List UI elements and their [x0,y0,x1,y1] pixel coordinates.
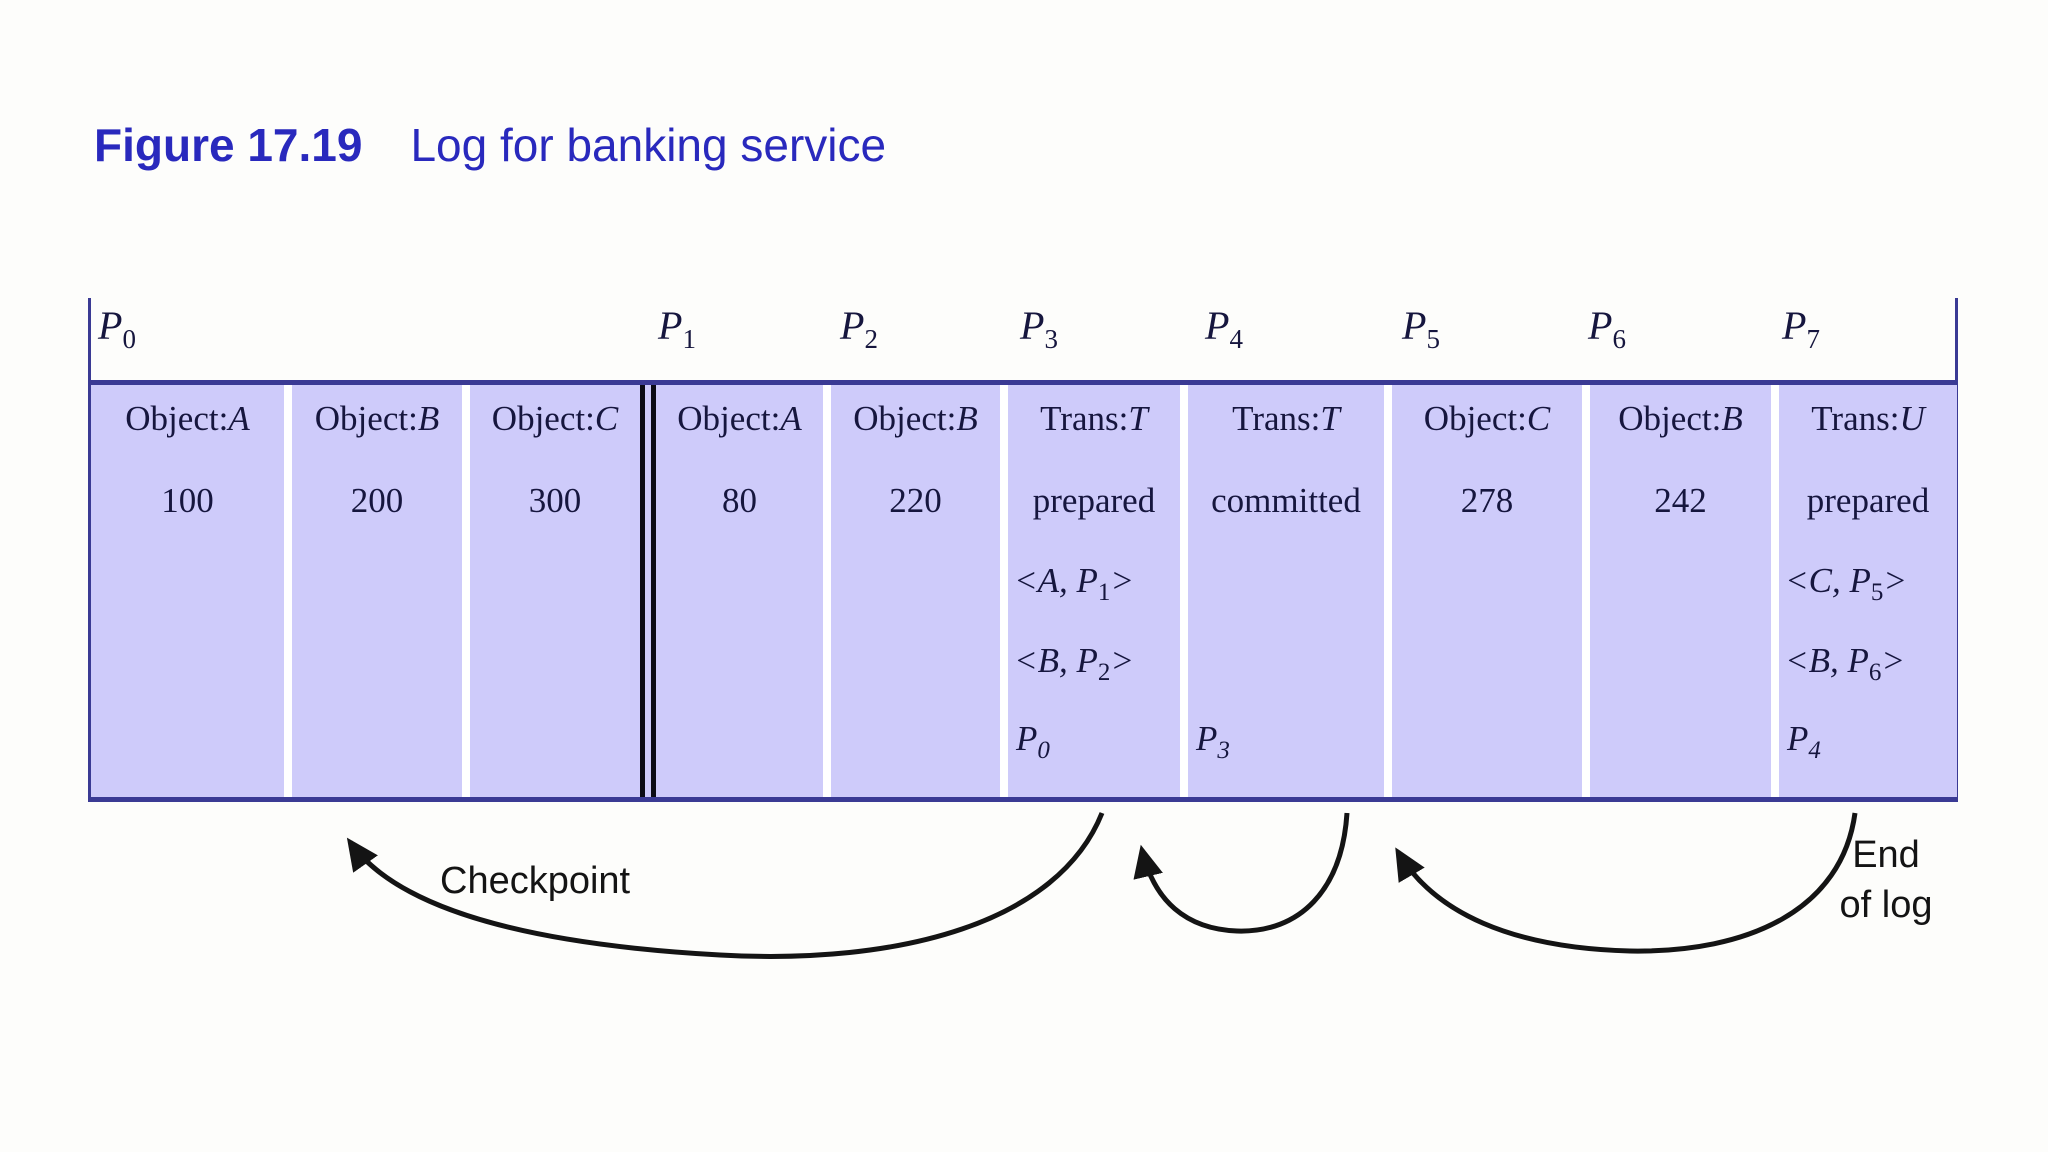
record-status: committed [1211,481,1361,520]
previous-pointer: P0 [1016,719,1050,764]
position-label-p1: P1 [658,303,696,354]
end-of-log-label: End of log [1839,834,1933,927]
log-record-object-a-100: Object:A 100 [91,385,284,797]
position-label-p5: P5 [1402,303,1440,354]
position-label-p0: P0 [98,303,136,354]
record-value: 220 [889,481,942,520]
figure-number: Figure 17.19 [94,119,363,171]
intentions-list-entry: <B, P2> [1014,641,1135,686]
log-record-object-b-220: Object:B 220 [831,385,1000,797]
record-value: 278 [1460,481,1514,520]
record-value: 100 [161,481,214,520]
log-record-object-a-80: Object:A 80 [656,385,823,797]
figure-caption: Log for banking service [410,119,887,171]
record-status: prepared [1032,481,1156,520]
intentions-list-entry: <B, P6> [1785,641,1906,686]
log-record-object-b-242: Object:B 242 [1590,385,1771,797]
position-label-p3: P3 [1020,303,1058,354]
figure-title: Figure 17.19 Log for banking service [94,118,886,173]
log-record-trans-t-prepared: Trans:T prepared <A, P1> <B, P2> P0 [1008,385,1180,797]
previous-pointer: P3 [1196,719,1230,764]
position-label-p4: P4 [1205,303,1243,354]
log-header-strip [88,298,1958,380]
committed-to-prepared-arrow [1133,812,1350,934]
intentions-list-entry: <A, P1> [1014,561,1135,606]
log-record-object-c-300: Object:C 300 [470,385,640,797]
checkpoint-marker [640,385,656,797]
position-label-p7: P7 [1782,303,1820,354]
end-of-log-to-committed-arrow [1395,812,1858,954]
previous-pointer: P4 [1787,719,1821,764]
record-value: 242 [1654,481,1707,520]
log-record-trans-u-prepared: Trans:U prepared <C, P5> <B, P6> P4 [1779,385,1957,797]
record-value: 80 [722,481,757,520]
position-label-p2: P2 [840,303,878,354]
position-label-p6: P6 [1588,303,1626,354]
record-value: 200 [350,481,404,520]
log-record-object-c-278: Object:C 278 [1392,385,1582,797]
log-band: Object:A 100 Object:B 200 Object:C 300 O… [88,380,1958,802]
checkpoint-arrow [346,812,1105,959]
log-record-object-b-200: Object:B 200 [292,385,462,797]
checkpoint-label: Checkpoint [440,860,631,902]
record-status: prepared [1806,481,1930,520]
intentions-list-entry: <C, P5> [1785,561,1907,606]
log-record-trans-t-committed: Trans:T committed P3 [1188,385,1384,797]
pointer-arrows [346,812,1858,959]
record-value: 300 [528,481,582,520]
